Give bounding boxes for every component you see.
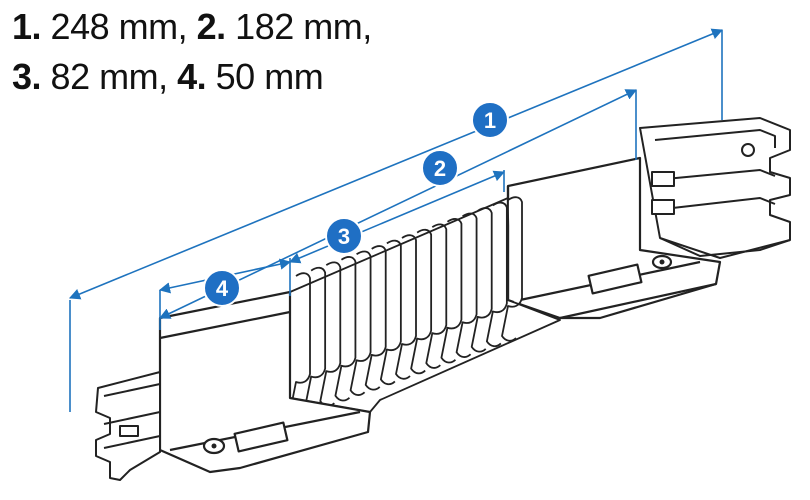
left-housing — [158, 290, 372, 474]
legend-separator: , — [177, 6, 188, 47]
callout-label-2: 2 — [434, 156, 446, 181]
dimension-lines — [68, 28, 724, 412]
legend-separator: , — [362, 6, 372, 47]
callout-label-1: 1 — [484, 108, 496, 133]
callout-label-3: 3 — [338, 224, 350, 249]
legend-number-3: 3. — [12, 56, 42, 97]
callout-badge-4: 4 — [203, 269, 241, 307]
callout-badge-2: 2 — [421, 149, 459, 187]
dimension-line-3 — [288, 170, 506, 264]
left-end-profile — [95, 371, 161, 481]
callout-badge-1: 1 — [471, 101, 509, 139]
legend-number-1: 1. — [12, 6, 42, 47]
right-end-profile — [639, 117, 791, 259]
callout-label-4: 4 — [216, 276, 229, 301]
callout-badge-3: 3 — [325, 217, 363, 255]
